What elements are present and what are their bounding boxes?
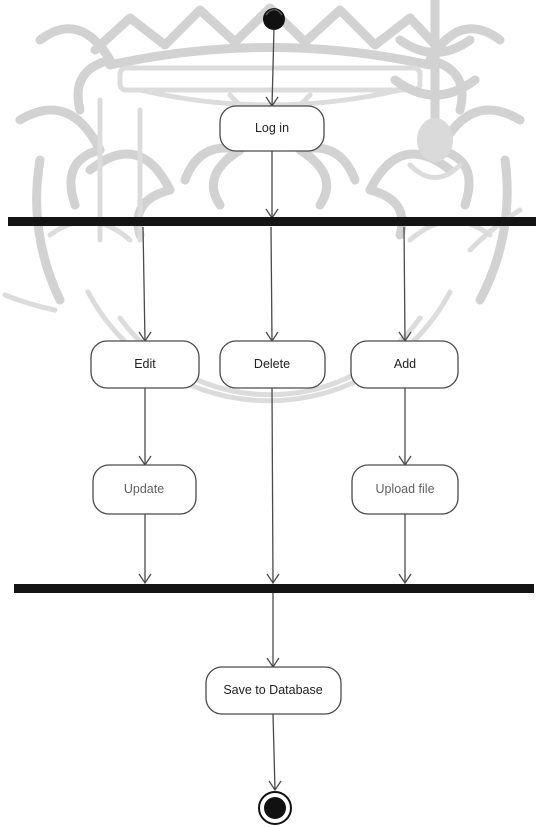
activity-update[interactable]: Update	[92, 464, 197, 515]
activity-login[interactable]: Log in	[219, 105, 325, 152]
activity-label-login: Log in	[255, 121, 289, 135]
activity-label-add: Add	[394, 357, 416, 371]
activity-label-edit: Edit	[134, 357, 156, 371]
activity-edit[interactable]: Edit	[90, 340, 200, 389]
activity-label-upload-file: Upload file	[375, 482, 434, 496]
activity-label-update: Update	[124, 482, 164, 496]
watermark-seal	[2, 0, 525, 404]
join-bar	[14, 584, 534, 593]
activity-label-save-to-database: Save to Database	[223, 683, 322, 697]
activity-upload-file[interactable]: Upload file	[351, 464, 459, 515]
fork-bar	[8, 217, 536, 226]
activity-save-to-database[interactable]: Save to Database	[205, 666, 342, 715]
final-node	[258, 791, 292, 825]
initial-node	[263, 8, 285, 30]
activity-label-delete: Delete	[254, 357, 290, 371]
activity-delete[interactable]: Delete	[219, 340, 326, 389]
activity-add[interactable]: Add	[350, 340, 459, 389]
